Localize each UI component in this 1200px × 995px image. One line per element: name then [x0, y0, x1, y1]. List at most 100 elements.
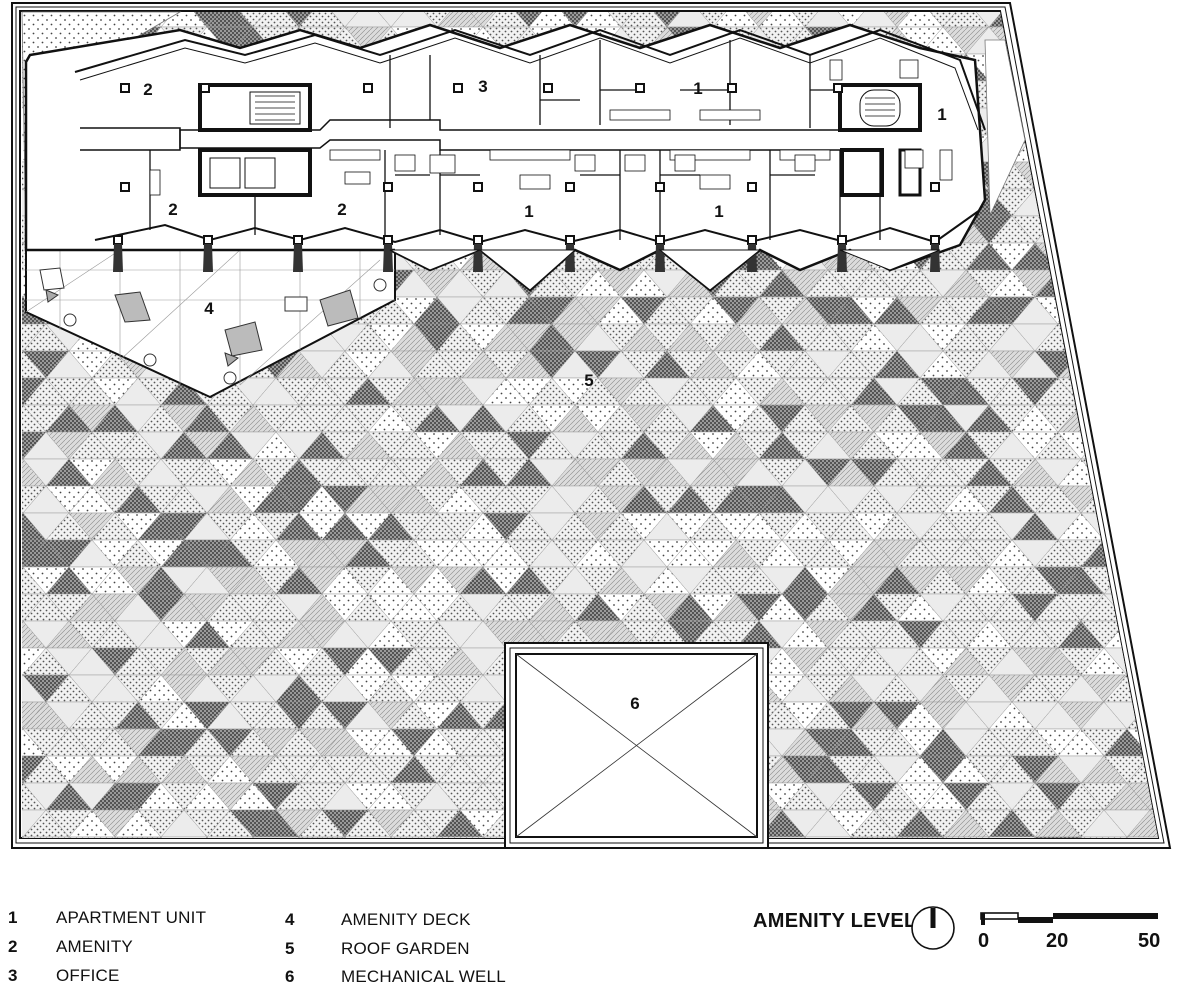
garden-tile	[1149, 728, 1158, 757]
garden-tile	[1126, 242, 1158, 271]
legend-item: 3 OFFICE	[8, 966, 120, 986]
garden-tile	[1103, 431, 1151, 460]
garden-tile	[874, 864, 920, 891]
scale-bar: 0 20 50	[978, 908, 1178, 958]
garden-tile	[1196, 108, 1200, 135]
garden-tile	[1196, 648, 1200, 675]
garden-tile	[1149, 12, 1158, 28]
scale-bar-graphic	[980, 912, 1158, 925]
garden-tile	[1196, 243, 1200, 270]
garden-tile	[782, 864, 828, 891]
garden-tile	[1103, 188, 1151, 217]
garden-tile	[1012, 891, 1058, 900]
legend-number: 1	[8, 908, 18, 927]
garden-tile	[460, 864, 506, 891]
garden-tile	[1126, 620, 1158, 649]
garden-tile	[368, 891, 414, 900]
garden-tile	[391, 891, 437, 900]
garden-tile	[851, 864, 897, 891]
garden-tile	[988, 836, 1036, 838]
garden-tile	[1035, 891, 1081, 900]
garden-tile	[920, 891, 966, 900]
garden-tile	[1057, 242, 1105, 271]
garden-tile	[1103, 242, 1151, 271]
garden-tile	[1149, 323, 1158, 352]
balcony-fin	[930, 244, 940, 272]
garden-tile	[1034, 836, 1082, 838]
label-u1b: 3	[478, 77, 487, 96]
garden-tile	[1196, 864, 1200, 891]
garden-tile	[46, 864, 92, 891]
garden-tile	[344, 836, 392, 838]
column	[635, 83, 645, 93]
garden-tile	[160, 836, 208, 838]
garden-tile	[1173, 459, 1200, 486]
balcony-fin	[203, 244, 213, 272]
garden-tile	[943, 864, 989, 891]
garden-tile	[1103, 377, 1151, 406]
garden-tile	[1196, 621, 1200, 648]
garden-tile	[390, 836, 438, 838]
column	[120, 83, 130, 93]
deck-furniture	[39, 267, 387, 385]
garden-tile	[252, 836, 300, 838]
garden-tile	[1011, 80, 1059, 109]
garden-tile	[805, 864, 851, 891]
garden-tile	[253, 891, 299, 900]
garden-tile	[114, 836, 162, 838]
legend-text: OFFICE	[56, 966, 120, 985]
legend-number: 2	[8, 937, 18, 956]
label-u2a: 2	[168, 200, 177, 219]
label-u2b: 2	[337, 200, 346, 219]
garden-tile	[345, 864, 391, 891]
column	[473, 182, 483, 192]
garden-tile	[1196, 432, 1200, 459]
column	[473, 235, 483, 245]
garden-tile	[1149, 53, 1158, 82]
garden-tile	[575, 891, 621, 900]
facade-top	[74, 28, 986, 131]
garden-tile	[1149, 188, 1158, 217]
label-u2d: 1	[714, 202, 723, 221]
garden-tile	[1080, 296, 1128, 325]
garden-tile	[436, 836, 484, 838]
garden-tile	[138, 891, 184, 900]
garden-tile	[1057, 188, 1105, 217]
garden-tile	[1080, 12, 1128, 28]
garden-tile	[437, 891, 483, 900]
garden-tile	[690, 864, 736, 891]
garden-tile	[1173, 810, 1200, 837]
garden-tile	[1173, 702, 1200, 729]
garden-tile	[1173, 891, 1200, 900]
column	[727, 83, 737, 93]
garden-tile	[1149, 593, 1158, 622]
garden-tile	[1103, 836, 1151, 838]
scale-label-50: 50	[1138, 930, 1161, 952]
column	[930, 235, 940, 245]
garden-tile	[1196, 540, 1200, 567]
garden-tile	[1126, 431, 1158, 460]
garden-tile	[1173, 81, 1200, 108]
garden-tile	[1149, 539, 1158, 568]
column	[120, 182, 130, 192]
garden-tile	[1127, 891, 1173, 900]
garden-tile	[1196, 567, 1200, 594]
garden-tile	[1080, 836, 1128, 838]
legend-item: 1 APARTMENT UNIT	[8, 908, 206, 928]
garden-tile	[1012, 864, 1058, 891]
garden-tile	[1011, 12, 1059, 28]
garden-tile	[1057, 836, 1105, 838]
garden-tile	[1196, 324, 1200, 351]
garden-tile	[1057, 134, 1105, 163]
garden-tile	[206, 836, 254, 838]
garden-tile	[161, 864, 207, 891]
garden-tile	[1196, 891, 1200, 900]
garden-tile	[229, 836, 277, 838]
garden-tile	[322, 891, 368, 900]
garden-tile	[1173, 729, 1200, 756]
column	[565, 182, 575, 192]
garden-tile	[1173, 27, 1200, 54]
garden-tile	[942, 836, 990, 838]
legend-number: 4	[285, 910, 295, 929]
garden-tile	[966, 891, 1012, 900]
